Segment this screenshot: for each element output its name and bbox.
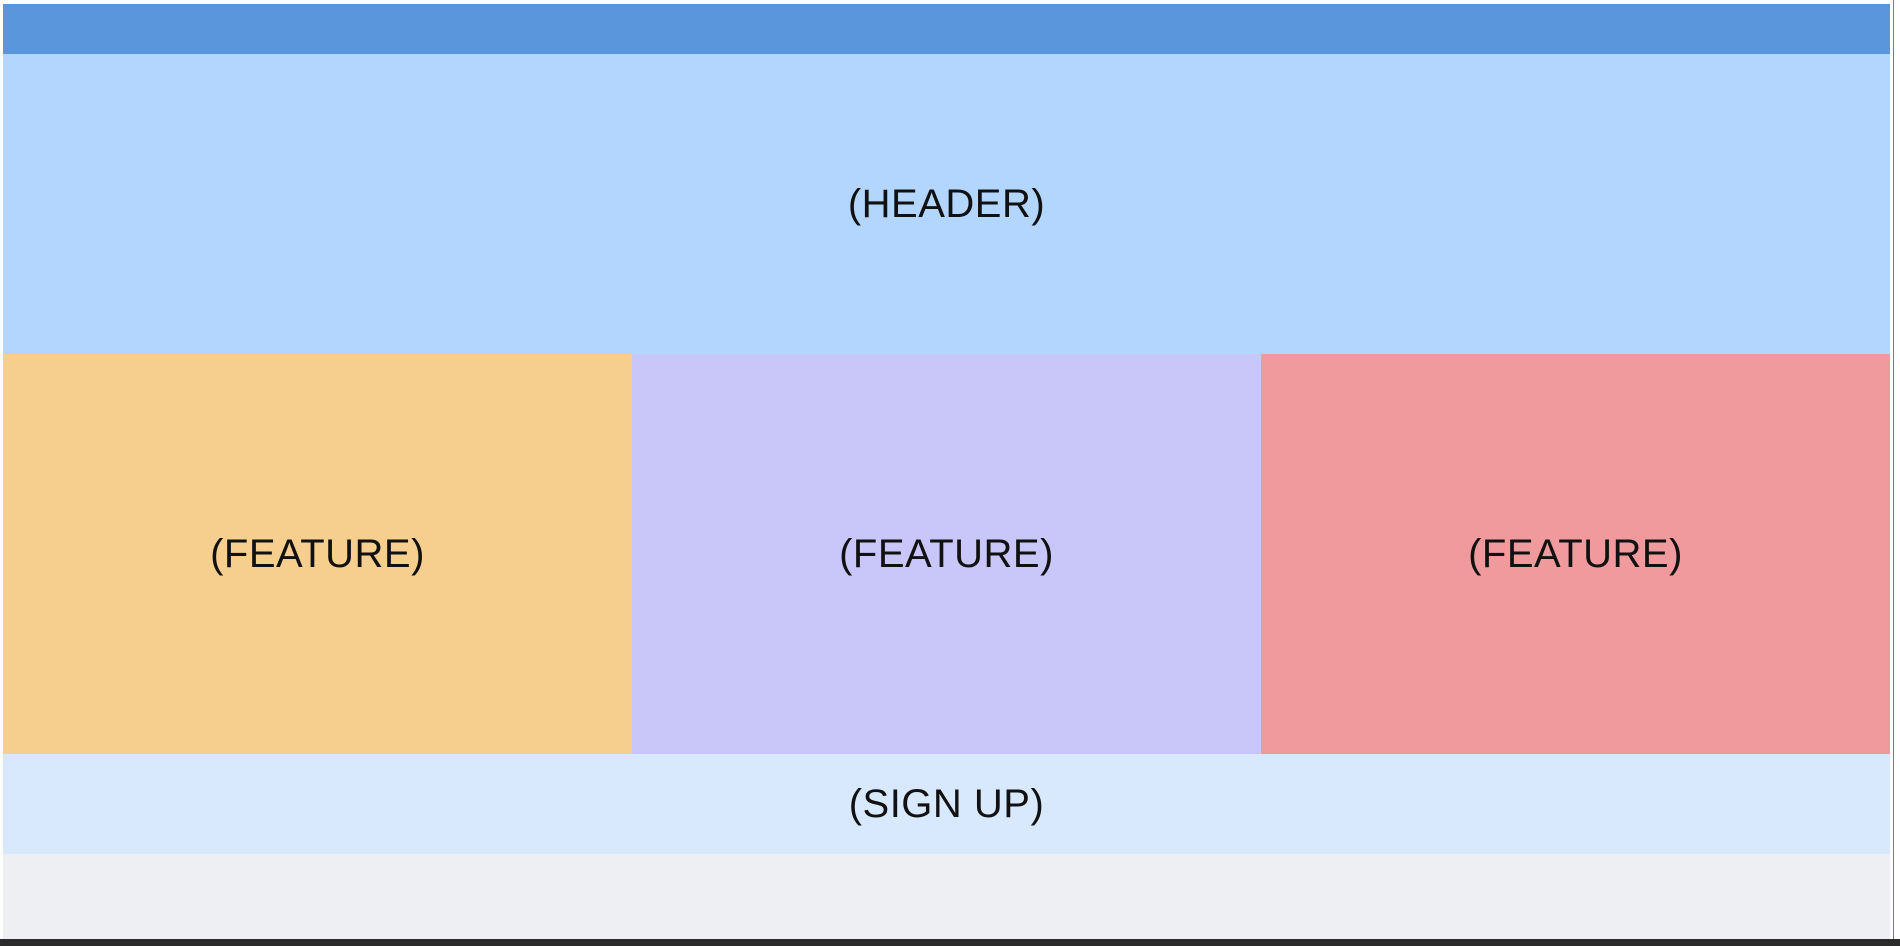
feature-label: (FEATURE) bbox=[1468, 531, 1683, 576]
feature-label: (FEATURE) bbox=[210, 531, 425, 576]
footer-area bbox=[3, 854, 1890, 939]
window-right-edge bbox=[1893, 0, 1900, 946]
header-label: (HEADER) bbox=[847, 181, 1046, 226]
top-bar bbox=[3, 4, 1890, 54]
signup-section[interactable]: (SIGN UP) bbox=[3, 754, 1890, 854]
layout-frame: (HEADER) (FEATURE) (FEATURE) (FEATURE) (… bbox=[3, 4, 1890, 939]
feature-panel-2: (FEATURE) bbox=[632, 354, 1261, 754]
window-bottom-edge bbox=[0, 939, 1900, 946]
feature-panel-3: (FEATURE) bbox=[1261, 354, 1890, 754]
features-row: (FEATURE) (FEATURE) (FEATURE) bbox=[3, 354, 1890, 754]
feature-label: (FEATURE) bbox=[839, 531, 1054, 576]
feature-panel-1: (FEATURE) bbox=[3, 354, 632, 754]
signup-label: (SIGN UP) bbox=[848, 781, 1045, 826]
header-section: (HEADER) bbox=[3, 54, 1890, 354]
